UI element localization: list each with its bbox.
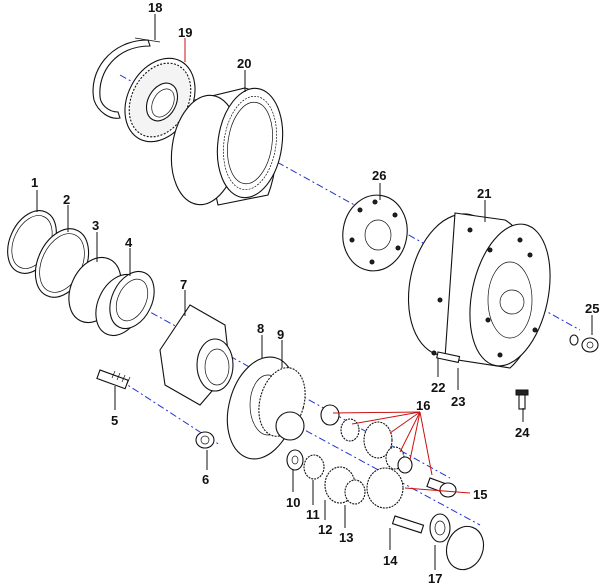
callout-10: 10 xyxy=(286,495,300,510)
ring-gear-drum xyxy=(170,87,284,206)
callout-4: 4 xyxy=(125,235,133,250)
ring-gear-carrier xyxy=(124,57,196,143)
callout-22: 22 xyxy=(431,380,445,395)
callout-24: 24 xyxy=(515,425,530,440)
thrust-washer xyxy=(286,449,304,471)
snap-ring xyxy=(92,37,161,119)
carrier-washer xyxy=(429,513,485,571)
callout-7: 7 xyxy=(180,277,187,292)
callout-1: 1 xyxy=(31,175,38,190)
callout-5: 5 xyxy=(111,413,118,428)
planet-gear-set-upper xyxy=(320,404,413,474)
callout-14: 14 xyxy=(383,553,398,568)
sun-gear-disc xyxy=(258,367,306,441)
hub-nut xyxy=(569,334,599,353)
flange-nut xyxy=(195,431,215,449)
bolt xyxy=(515,389,529,410)
wheel-stud xyxy=(431,350,461,364)
planet-gear-set-lower xyxy=(303,454,366,505)
callout-9: 9 xyxy=(277,327,284,342)
callouts: 18 19 20 1 2 3 4 7 8 9 26 21 25 22 23 24… xyxy=(31,0,599,584)
hub-housing xyxy=(407,212,551,369)
callout-19: 19 xyxy=(178,25,192,40)
callout-3: 3 xyxy=(92,218,99,233)
callout-2: 2 xyxy=(63,192,70,207)
leader-lines xyxy=(36,14,593,570)
callout-21: 21 xyxy=(477,186,491,201)
callout-18: 18 xyxy=(148,0,162,15)
callout-25: 25 xyxy=(585,301,599,316)
cover-plate xyxy=(342,194,408,272)
callout-8: 8 xyxy=(257,321,264,336)
callout-12: 12 xyxy=(318,522,332,537)
planet-pin xyxy=(391,515,425,534)
bearing xyxy=(95,270,155,337)
callout-6: 6 xyxy=(202,472,209,487)
callout-11: 11 xyxy=(306,507,320,522)
spindle-flange xyxy=(159,304,234,406)
callout-17: 17 xyxy=(428,571,442,584)
callout-15: 15 xyxy=(473,487,487,502)
callout-13: 13 xyxy=(339,530,353,545)
screw xyxy=(96,369,131,390)
callout-20: 20 xyxy=(237,56,251,71)
callout-16: 16 xyxy=(416,398,430,413)
callout-26: 26 xyxy=(372,168,386,183)
callout-23: 23 xyxy=(451,394,465,409)
